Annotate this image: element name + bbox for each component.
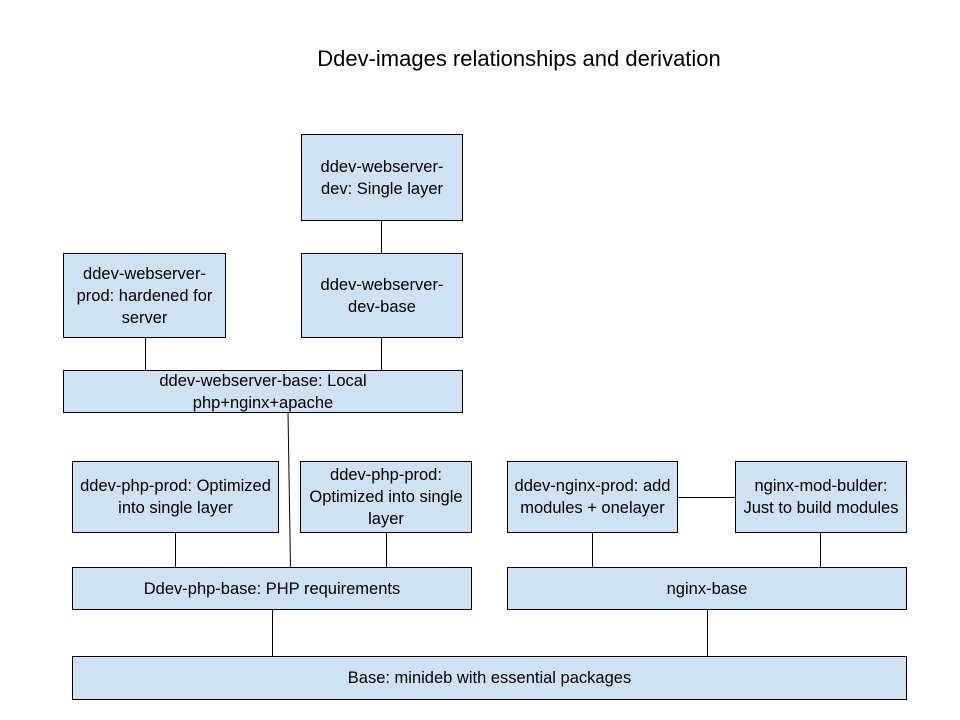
node-base-label: Base: minideb with essential packages [347, 669, 632, 687]
edge-webserver-base-to-php-base [287, 412, 291, 568]
node-php-prod-1-label: ddev-php-prod: Optimized into single lay… [80, 477, 271, 517]
node-php-base: Ddev-php-base: PHP requirements [72, 567, 472, 610]
node-webserver-dev-base: ddev-webserver-dev-base [301, 253, 463, 338]
node-webserver-prod-label: ddev-webserver-prod: hardened for server [76, 264, 213, 327]
node-webserver-dev: ddev-webserver-dev: Single layer [301, 134, 463, 221]
node-webserver-base: ddev-webserver-base: Local php+nginx+apa… [63, 370, 463, 413]
node-php-prod-2: ddev-php-prod: Optimized into single lay… [300, 461, 472, 533]
node-php-prod-1: ddev-php-prod: Optimized into single lay… [72, 461, 279, 533]
node-webserver-base-label: ddev-webserver-base: Local php+nginx+apa… [159, 371, 367, 412]
node-webserver-dev-label: ddev-webserver-dev: Single layer [320, 157, 444, 198]
node-php-prod-2-label: ddev-php-prod: Optimized into single lay… [309, 466, 463, 528]
node-nginx-base: nginx-base [507, 567, 907, 610]
node-webserver-prod: ddev-webserver-prod: hardened for server [63, 253, 226, 338]
node-nginx-prod: ddev-nginx-prod: add modules + onelayer [507, 461, 678, 533]
diagram-title: Ddev-images relationships and derivation [317, 46, 721, 71]
node-base: Base: minideb with essential packages [72, 656, 907, 700]
node-nginx-mod-builder-label: nginx-mod-bulder: Just to build modules [743, 477, 899, 517]
node-nginx-base-label: nginx-base [666, 579, 748, 598]
node-nginx-prod-label: ddev-nginx-prod: add modules + onelayer [514, 477, 671, 517]
node-webserver-dev-base-label: ddev-webserver-dev-base [320, 275, 444, 316]
node-php-base-label: Ddev-php-base: PHP requirements [143, 579, 401, 598]
node-nginx-mod-builder: nginx-mod-bulder: Just to build modules [735, 461, 907, 533]
